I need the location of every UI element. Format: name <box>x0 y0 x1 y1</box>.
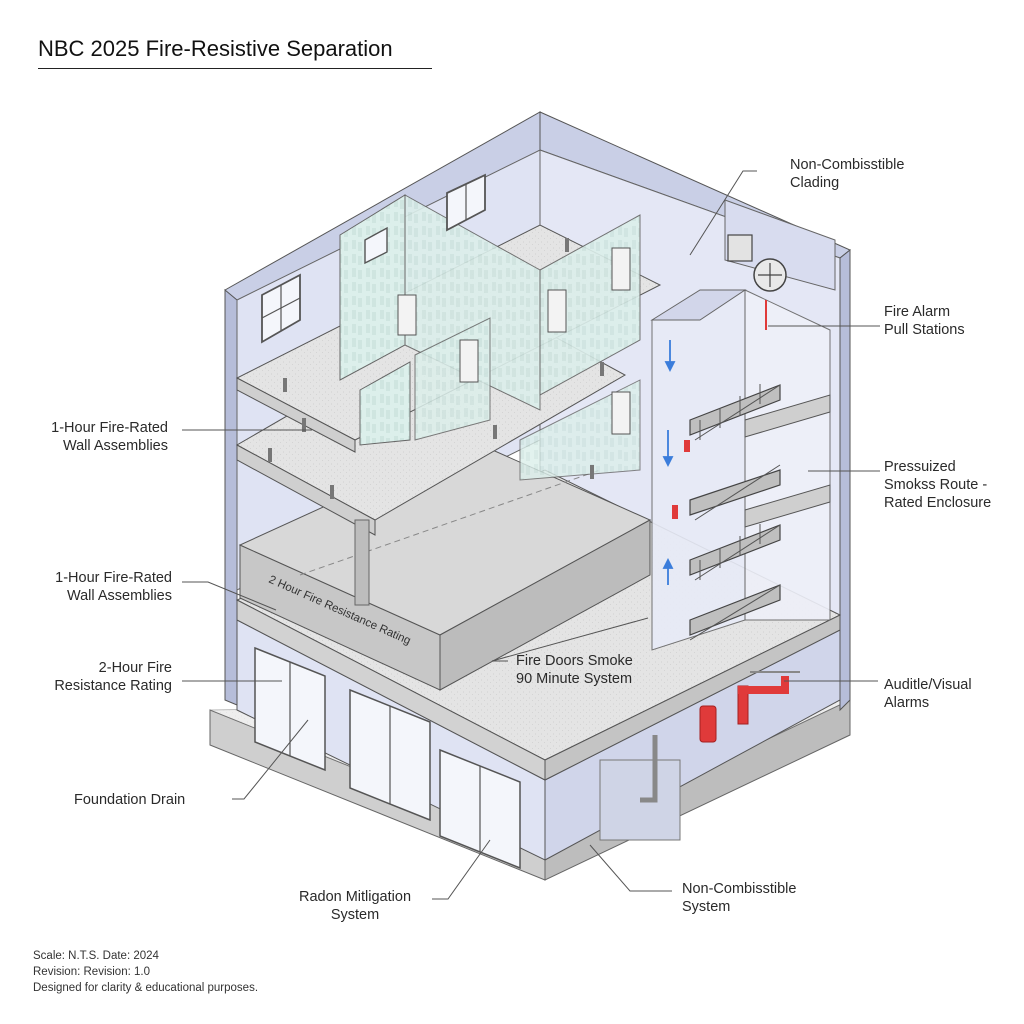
footer-note: Designed for clarity & educational purpo… <box>33 982 259 994</box>
leader-lines <box>182 170 880 900</box>
upper-windows <box>261 173 486 344</box>
footer-scale: Scale: N.T.S. Date: 2024 <box>33 950 159 962</box>
label-foundation-drain: Foundation Drain <box>74 792 186 808</box>
footer-notes: Scale: N.T.S. Date: 2024 Revision: Revis… <box>33 948 258 996</box>
stair-core <box>650 199 836 651</box>
fire-rated-partitions <box>339 194 641 481</box>
sprinkler-heads <box>268 238 604 499</box>
page-title: NBC 2025 Fire-Resistive Separation <box>38 36 432 69</box>
footer-revision: Revision: Revision: 1.0 <box>33 966 150 978</box>
ground-storey <box>236 619 841 870</box>
